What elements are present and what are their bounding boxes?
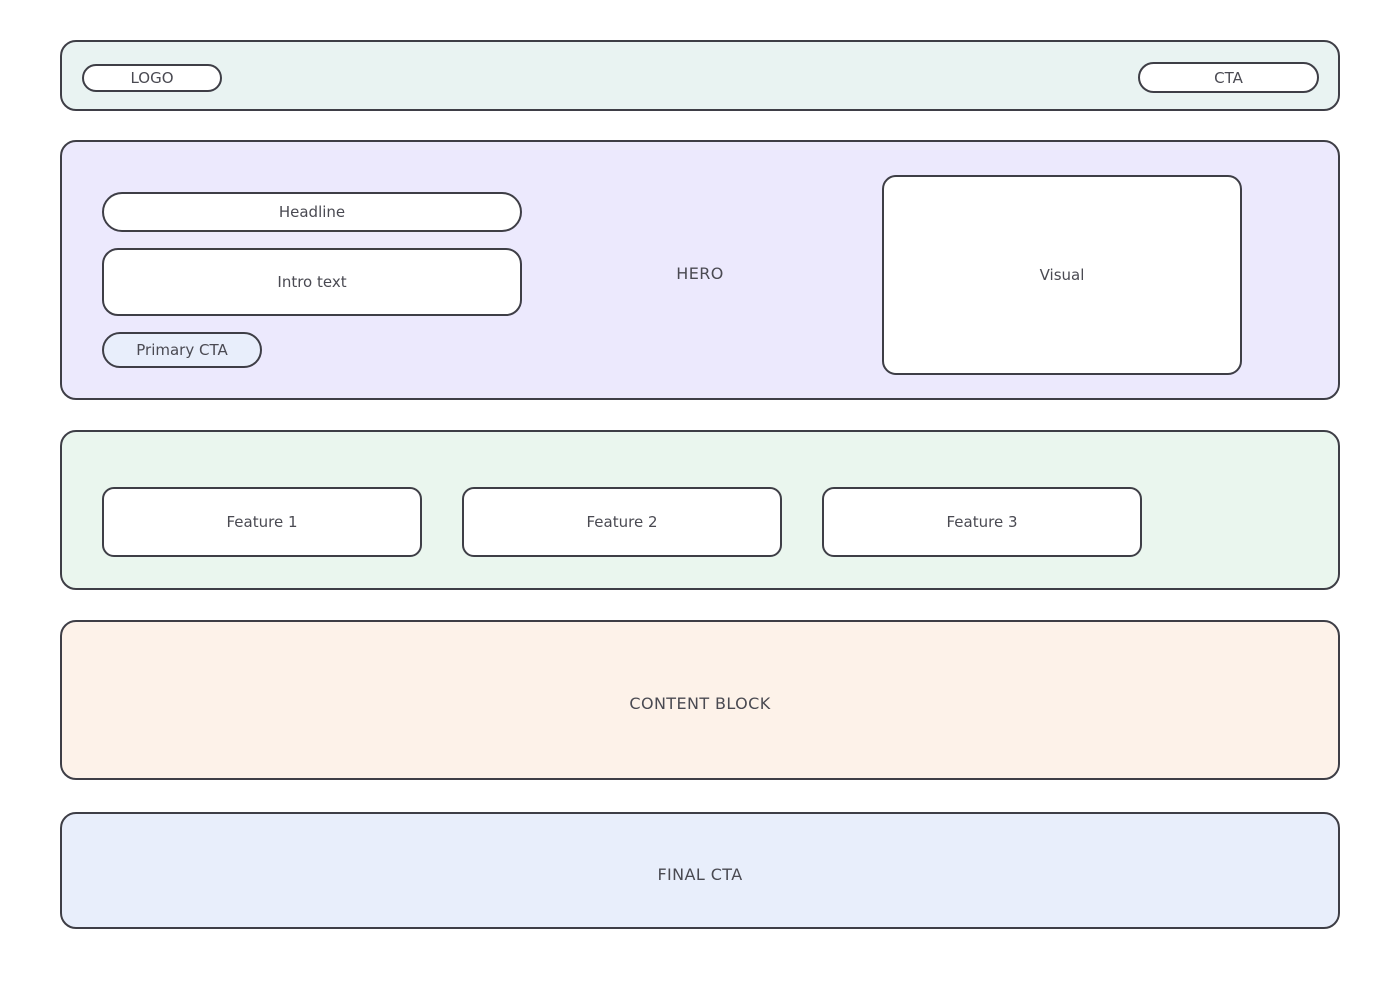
- final-cta-label: FINAL CTA: [657, 865, 743, 884]
- hero-headline-placeholder: Headline: [102, 192, 522, 232]
- hero-primary-cta-label: Primary CTA: [136, 341, 228, 359]
- features-section: Feature 1 Feature 2 Feature 3: [60, 430, 1340, 590]
- header-cta-button[interactable]: CTA: [1138, 62, 1319, 93]
- hero-intro-placeholder: Intro text: [102, 248, 522, 316]
- header-section: LOGO CTA: [60, 40, 1340, 111]
- hero-intro-label: Intro text: [277, 273, 347, 291]
- feature-card-label: Feature 2: [586, 513, 658, 531]
- hero-visual-label: Visual: [1039, 266, 1085, 284]
- final-cta-section: FINAL CTA: [60, 812, 1340, 929]
- feature-card[interactable]: Feature 3: [822, 487, 1142, 557]
- header-cta-label: CTA: [1214, 68, 1243, 87]
- feature-card[interactable]: Feature 1: [102, 487, 422, 557]
- hero-headline-label: Headline: [278, 203, 346, 221]
- feature-card[interactable]: Feature 2: [462, 487, 782, 557]
- logo-button[interactable]: LOGO: [82, 64, 222, 92]
- hero-section: HERO Headline Intro text Primary CTA Vis…: [60, 140, 1340, 400]
- hero-visual-placeholder: Visual: [882, 175, 1242, 375]
- feature-card-label: Feature 3: [946, 513, 1018, 531]
- content-block-section: CONTENT BLOCK: [60, 620, 1340, 780]
- logo-label: LOGO: [130, 69, 174, 87]
- hero-primary-cta-button[interactable]: Primary CTA: [102, 332, 262, 368]
- feature-card-label: Feature 1: [226, 513, 298, 531]
- content-block-label: CONTENT BLOCK: [629, 694, 771, 713]
- hero-section-label: HERO: [676, 264, 724, 283]
